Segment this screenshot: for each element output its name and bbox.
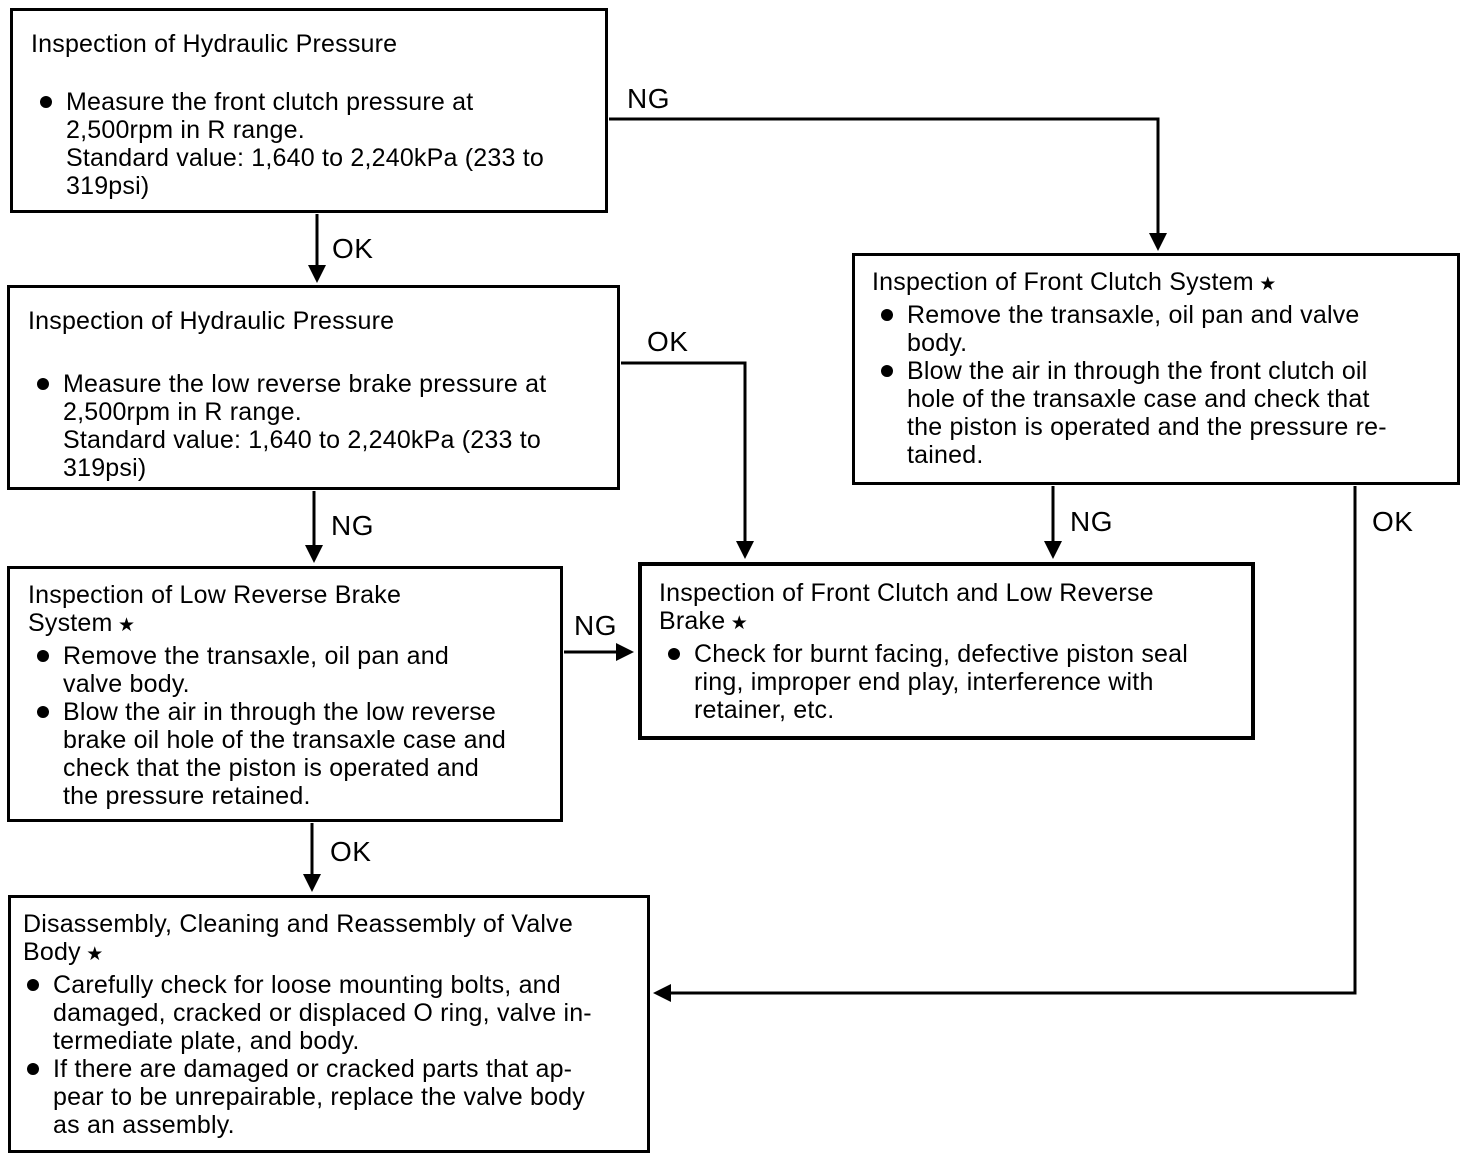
star-mark: ★ <box>725 613 749 634</box>
star-mark: ★ <box>112 615 136 636</box>
node-disassembly-cleaning-reassembly-valve-body: Disassembly, Cleaning and Reassembly of … <box>8 895 650 1153</box>
bullet-dot-icon <box>37 650 49 662</box>
bullet-text: Remove the transaxle, oil pan and valve … <box>63 642 449 698</box>
node-title: Inspection of Front Clutch System ★ <box>872 268 1277 296</box>
node-inspection-low-reverse-brake-system: Inspection of Low Reverse Brake System ★… <box>7 566 563 822</box>
bullet-dot-icon <box>40 96 52 108</box>
node-title: Inspection of Hydraulic Pressure <box>31 30 398 58</box>
list-item: Remove the transaxle, oil pan and valve … <box>872 301 1449 357</box>
bullet-text: Carefully check for loose mounting bolts… <box>53 971 592 1055</box>
node-inspection-front-clutch-system: Inspection of Front Clutch System ★ Remo… <box>852 253 1460 485</box>
list-item: If there are damaged or cracked parts th… <box>23 1055 641 1139</box>
edge-label-ok-b-to-e: OK <box>647 326 689 357</box>
edge-label-ok-a-to-b: OK <box>332 233 374 264</box>
star-mark: ★ <box>80 944 104 965</box>
edge-a-to-c <box>609 117 1167 251</box>
node-inspection-hydraulic-pressure-front-clutch: Inspection of Hydraulic Pressure Measure… <box>10 8 608 213</box>
bullet-text: Blow the air in through the front clutch… <box>907 357 1387 469</box>
star-mark: ★ <box>1253 274 1277 295</box>
edge-label-ng-c-to-e: NG <box>1070 506 1113 537</box>
edge-label-ok-d-to-f: OK <box>330 836 372 867</box>
bullet-text: Measure the low reverse brake pressure a… <box>63 370 547 482</box>
list-item: Blow the air in through the front clutch… <box>872 357 1449 469</box>
bullet-text: If there are damaged or cracked parts th… <box>53 1055 585 1139</box>
list-item: Measure the front clutch pressure at 2,5… <box>31 88 591 200</box>
edge-label-ng-a-to-c: NG <box>627 83 670 114</box>
bullet-dot-icon <box>881 365 893 377</box>
bullet-text: Measure the front clutch pressure at 2,5… <box>66 88 544 200</box>
edge-b-to-e <box>621 361 754 559</box>
bullet-dot-icon <box>668 648 680 660</box>
bullet-dot-icon <box>37 706 49 718</box>
bullet-dot-icon <box>27 979 39 991</box>
edge-label-ok-c-to-f: OK <box>1372 506 1414 537</box>
list-item: Blow the air in through the low reverse … <box>28 698 552 810</box>
edge-label-ng-d-to-e: NG <box>574 610 617 641</box>
list-item: Measure the low reverse brake pressure a… <box>28 370 607 482</box>
node-title: Disassembly, Cleaning and Reassembly of … <box>23 910 573 966</box>
node-title: Inspection of Hydraulic Pressure <box>28 307 395 335</box>
edge-c-to-f <box>653 486 1357 1002</box>
bullet-dot-icon <box>27 1063 39 1075</box>
bullet-dot-icon <box>37 378 49 390</box>
list-item: Check for burnt facing, defective piston… <box>659 640 1243 724</box>
list-item: Remove the transaxle, oil pan and valve … <box>28 642 552 698</box>
list-item: Carefully check for loose mounting bolts… <box>23 971 641 1055</box>
bullet-text: Check for burnt facing, defective piston… <box>694 640 1188 724</box>
edge-label-ng-b-to-d: NG <box>331 510 374 541</box>
bullet-dot-icon <box>881 309 893 321</box>
bullet-text: Remove the transaxle, oil pan and valve … <box>907 301 1360 357</box>
node-inspection-front-clutch-and-low-reverse-brake: Inspection of Front Clutch and Low Rever… <box>638 562 1255 740</box>
node-title: Inspection of Low Reverse Brake System ★ <box>28 581 402 637</box>
node-title: Inspection of Front Clutch and Low Rever… <box>659 579 1154 635</box>
bullet-text: Blow the air in through the low reverse … <box>63 698 506 810</box>
node-inspection-hydraulic-pressure-low-reverse: Inspection of Hydraulic Pressure Measure… <box>7 285 620 490</box>
